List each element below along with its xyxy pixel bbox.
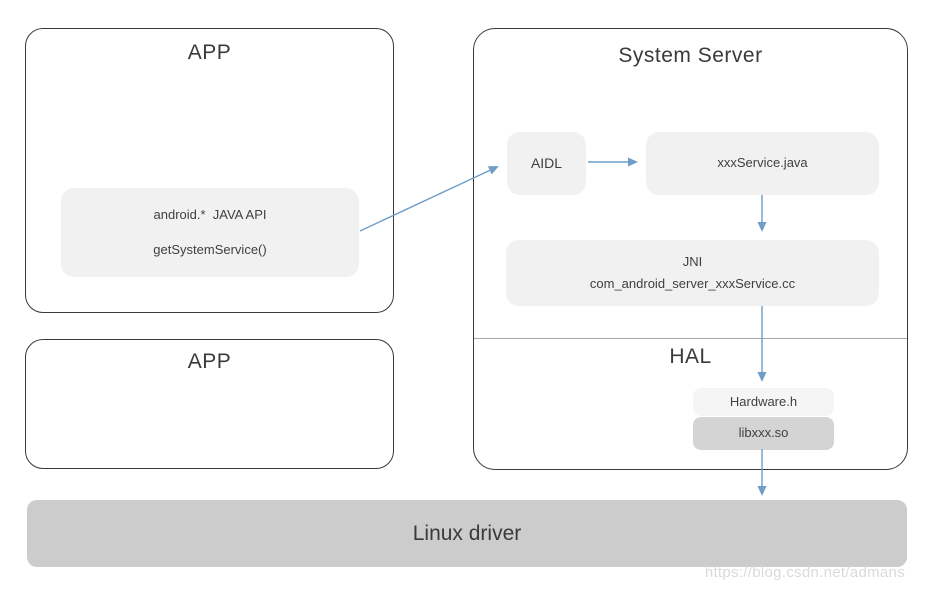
hardware-h-label: Hardware.h	[729, 393, 798, 409]
hal-divider-line	[474, 338, 907, 339]
app-box-2-title: APP	[187, 350, 232, 373]
system-server-box: System Server AIDL xxxService.java JNI c…	[473, 28, 908, 470]
xxxservice-java-label: xxxService.java	[717, 155, 808, 171]
jni-label: JNI	[682, 254, 703, 270]
app-box-2: APP	[25, 339, 394, 469]
get-system-service-line: getSystemService()	[153, 242, 267, 257]
system-server-title: System Server	[618, 44, 763, 67]
xxxservice-java-box: xxxService.java	[646, 132, 879, 195]
java-api-line: android.* JAVA API	[153, 206, 267, 222]
libxxx-so-label: libxxx.so	[738, 425, 789, 441]
app-box-1: APP android.* JAVA API getSystemService(…	[25, 28, 394, 313]
aidl-label: AIDL	[530, 154, 563, 171]
java-api-box: android.* JAVA API getSystemService()	[61, 188, 359, 277]
watermark: https://blog.csdn.net/admans	[704, 564, 905, 581]
app-box-1-title: APP	[187, 41, 232, 64]
linux-driver-bar: Linux driver	[27, 500, 907, 567]
libxxx-so-box: libxxx.so	[693, 417, 834, 450]
hardware-h-box: Hardware.h	[693, 388, 834, 416]
linux-driver-label: Linux driver	[412, 521, 522, 545]
hal-title: HAL	[669, 345, 712, 368]
jni-box: JNI com_android_server_xxxService.cc	[506, 240, 879, 306]
aidl-box: AIDL	[507, 132, 586, 195]
jni-file-label: com_android_server_xxxService.cc	[589, 275, 796, 291]
